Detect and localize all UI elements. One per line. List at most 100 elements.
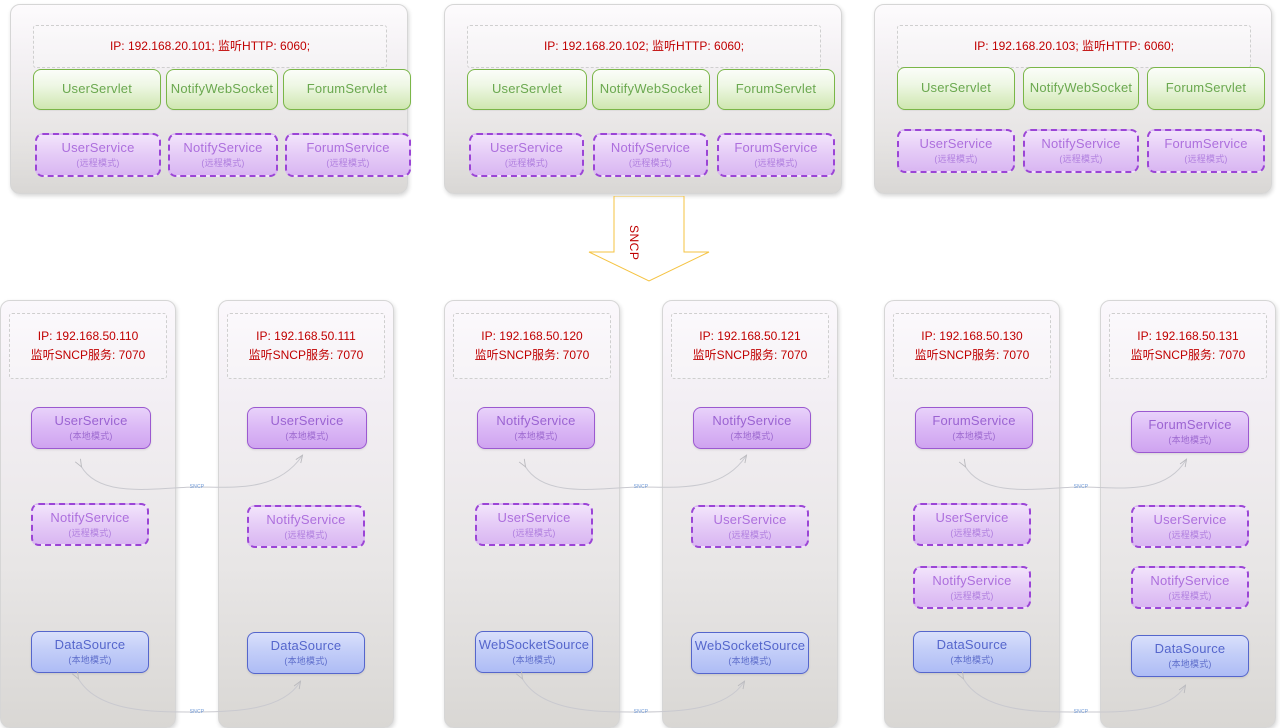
service-box-remote-1[interactable]: NotifyService (远程模式): [247, 505, 365, 548]
node-mode: (本地模式): [514, 431, 558, 442]
servlet-box-notify-websocket[interactable]: NotifyWebSocket: [166, 69, 278, 110]
service-node-panel-131[interactable]: IP: 192.168.50.131 监听SNCP服务: 7070 ForumS…: [1100, 300, 1276, 728]
service-box-notify-remote[interactable]: NotifyService (远程模式): [168, 133, 278, 177]
servlet-box-user[interactable]: UserServlet: [467, 69, 587, 110]
node-title: UserServlet: [920, 80, 992, 96]
connector-label-130-131-service: SNCP: [1073, 484, 1089, 490]
ip-header-line-2: 监听SNCP服务: 7070: [1130, 347, 1246, 362]
node-mode: (本地模式): [1168, 659, 1212, 670]
websocketsource-box[interactable]: WebSocketSource (本地模式): [475, 631, 593, 673]
node-title: NotifyService: [496, 413, 576, 429]
service-box-local-primary[interactable]: NotifyService (本地模式): [477, 407, 595, 449]
app-node-panel-2[interactable]: IP: 192.168.20.102; 监听HTTP: 6060; UserSe…: [444, 4, 842, 194]
node-title: UserService: [1153, 511, 1227, 527]
node-title: DataSource: [1154, 641, 1226, 657]
node-mode: (远程模式): [68, 527, 112, 538]
node-mode: (本地模式): [728, 656, 772, 667]
servlet-box-user[interactable]: UserServlet: [897, 67, 1015, 110]
node-title: UserService: [490, 140, 563, 156]
servlet-box-user[interactable]: UserServlet: [33, 69, 161, 110]
node-mode: (远程模式): [950, 590, 994, 601]
service-node-panel-110[interactable]: IP: 192.168.50.110 监听SNCP服务: 7070 UserSe…: [0, 300, 176, 728]
ip-header-line-1: IP: 192.168.50.110: [37, 329, 139, 344]
servlet-box-notify-websocket[interactable]: NotifyWebSocket: [1023, 67, 1139, 110]
node-mode: (本地模式): [69, 431, 113, 442]
datasource-box[interactable]: DataSource (本地模式): [247, 632, 365, 674]
node-title: UserService: [919, 136, 993, 152]
service-box-user-remote[interactable]: UserService (远程模式): [469, 133, 584, 177]
service-box-notify-remote[interactable]: NotifyService (远程模式): [1023, 129, 1139, 173]
service-box-remote-1[interactable]: UserService (远程模式): [475, 503, 593, 546]
service-box-forum-remote[interactable]: ForumService (远程模式): [717, 133, 835, 177]
ip-header-line-2: 监听SNCP服务: 7070: [692, 347, 808, 362]
node-title: WebSocketSource: [478, 637, 590, 653]
ip-header-3: IP: 192.168.20.103; 监听HTTP: 6060;: [897, 25, 1251, 68]
node-title: DataSource: [936, 637, 1008, 653]
node-title: UserServlet: [491, 81, 563, 97]
ip-header-line-2: 监听SNCP服务: 7070: [30, 347, 146, 362]
node-mode: (远程模式): [754, 158, 798, 169]
datasource-box[interactable]: DataSource (本地模式): [913, 631, 1031, 673]
service-box-remote-2[interactable]: NotifyService (远程模式): [913, 566, 1031, 609]
service-box-forum-remote[interactable]: ForumService (远程模式): [285, 133, 411, 177]
service-box-remote-1[interactable]: UserService (远程模式): [913, 503, 1031, 546]
node-title: ForumServlet: [735, 81, 817, 97]
service-box-local-primary[interactable]: NotifyService (本地模式): [693, 407, 811, 449]
service-node-panel-120[interactable]: IP: 192.168.50.120 监听SNCP服务: 7070 Notify…: [444, 300, 620, 728]
node-title: ForumServlet: [306, 81, 388, 97]
datasource-box[interactable]: DataSource (本地模式): [31, 631, 149, 673]
service-box-local-primary[interactable]: ForumService (本地模式): [915, 407, 1033, 449]
ip-header-2: IP: 192.168.20.102; 监听HTTP: 6060;: [467, 25, 821, 68]
servlet-box-forum[interactable]: ForumServlet: [1147, 67, 1265, 110]
service-box-remote-2[interactable]: NotifyService (远程模式): [1131, 566, 1249, 609]
service-box-remote-1[interactable]: NotifyService (远程模式): [31, 503, 149, 546]
node-mode: (远程模式): [1184, 154, 1228, 165]
ip-header-line: IP: 192.168.20.102; 监听HTTP: 6060;: [543, 38, 745, 53]
node-mode: (远程模式): [76, 158, 120, 169]
service-node-panel-130[interactable]: IP: 192.168.50.130 监听SNCP服务: 7070 ForumS…: [884, 300, 1060, 728]
node-mode: (远程模式): [201, 158, 245, 169]
sncp-protocol-label: SNCP: [627, 225, 641, 261]
service-box-forum-remote[interactable]: ForumService (远程模式): [1147, 129, 1265, 173]
service-box-local-primary[interactable]: ForumService (本地模式): [1131, 411, 1249, 453]
service-box-user-remote[interactable]: UserService (远程模式): [897, 129, 1015, 173]
service-box-remote-1[interactable]: UserService (远程模式): [691, 505, 809, 548]
service-box-user-remote[interactable]: UserService (远程模式): [35, 133, 161, 177]
ip-header-131: IP: 192.168.50.131 监听SNCP服务: 7070: [1109, 313, 1267, 379]
ip-header-line-2: 监听SNCP服务: 7070: [248, 347, 364, 362]
node-title: UserServlet: [61, 81, 133, 97]
node-title: WebSocketSource: [694, 638, 806, 654]
servlet-box-forum[interactable]: ForumServlet: [717, 69, 835, 110]
connector-label-110-111-datasource: SNCP: [189, 709, 205, 715]
ip-header-line: IP: 192.168.20.101; 监听HTTP: 6060;: [109, 38, 311, 53]
node-title: UserService: [935, 509, 1009, 525]
service-box-remote-1[interactable]: UserService (远程模式): [1131, 505, 1249, 548]
servlet-box-notify-websocket[interactable]: NotifyWebSocket: [592, 69, 710, 110]
node-title: NotifyService: [932, 572, 1012, 588]
node-title: UserService: [54, 413, 128, 429]
service-box-local-primary[interactable]: UserService (本地模式): [31, 407, 151, 449]
node-title: ForumService: [1164, 136, 1248, 152]
datasource-box[interactable]: DataSource (本地模式): [1131, 635, 1249, 677]
service-box-local-primary[interactable]: UserService (本地模式): [247, 407, 367, 449]
node-title: NotifyService: [1041, 136, 1121, 152]
servlet-box-forum[interactable]: ForumServlet: [283, 69, 411, 110]
service-node-panel-111[interactable]: IP: 192.168.50.111 监听SNCP服务: 7070 UserSe…: [218, 300, 394, 728]
websocketsource-box[interactable]: WebSocketSource (本地模式): [691, 632, 809, 674]
ip-header-111: IP: 192.168.50.111 监听SNCP服务: 7070: [227, 313, 385, 379]
ip-header-line-1: IP: 192.168.50.130: [921, 329, 1023, 344]
connector-label-130-131-datasource: SNCP: [1073, 709, 1089, 715]
service-box-notify-remote[interactable]: NotifyService (远程模式): [593, 133, 708, 177]
node-mode: (本地模式): [952, 431, 996, 442]
app-node-panel-3[interactable]: IP: 192.168.20.103; 监听HTTP: 6060; UserSe…: [874, 4, 1272, 194]
ip-header-line-1: IP: 192.168.50.121: [699, 329, 801, 344]
service-node-panel-121[interactable]: IP: 192.168.50.121 监听SNCP服务: 7070 Notify…: [662, 300, 838, 728]
node-title: NotifyService: [50, 509, 130, 525]
node-title: NotifyService: [1150, 572, 1230, 588]
node-mode: (远程模式): [1059, 154, 1103, 165]
app-node-panel-1[interactable]: IP: 192.168.20.101; 监听HTTP: 6060; UserSe…: [10, 4, 411, 194]
node-mode: (远程模式): [934, 154, 978, 165]
ip-header-line: IP: 192.168.20.103; 监听HTTP: 6060;: [973, 38, 1175, 53]
node-mode: (远程模式): [512, 527, 556, 538]
